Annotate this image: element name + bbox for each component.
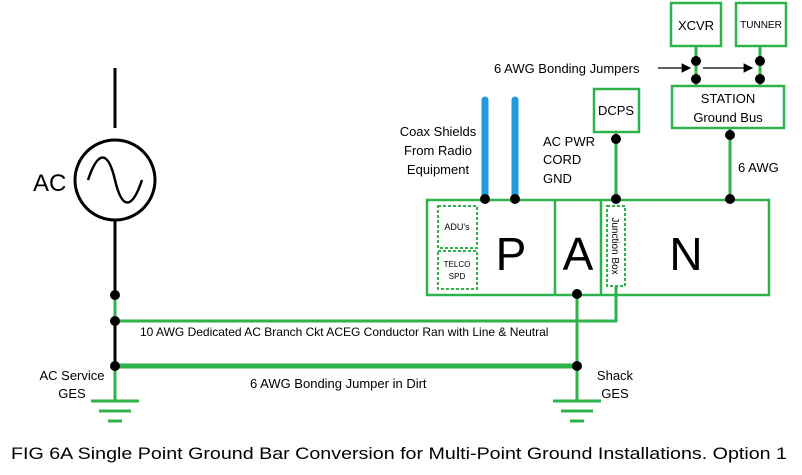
junction-dot bbox=[691, 56, 701, 66]
ac-label: AC bbox=[33, 170, 66, 197]
junction-dot bbox=[725, 130, 735, 140]
telco-label: TELCO bbox=[444, 260, 471, 269]
junction-dot bbox=[510, 194, 520, 204]
coax-label-3: Equipment bbox=[407, 162, 470, 177]
junction-box bbox=[606, 205, 626, 287]
figure-caption: FIG 6A Single Point Ground Bar Conversio… bbox=[11, 445, 787, 463]
junction-dot bbox=[755, 56, 765, 66]
shack-label-2: GES bbox=[601, 386, 629, 401]
junction-dot bbox=[110, 290, 120, 300]
ground-bus-label: Ground Bus bbox=[693, 110, 763, 125]
spd-label: SPD bbox=[449, 272, 466, 281]
junction-box-label: Junction Box bbox=[609, 217, 620, 274]
junction-dot bbox=[725, 194, 735, 204]
station-label: STATION bbox=[701, 91, 755, 106]
ac-service-label-2: GES bbox=[58, 386, 86, 401]
dirt-label: 6 AWG Bonding Jumper in Dirt bbox=[250, 376, 427, 391]
junction-dot bbox=[110, 316, 120, 326]
panel-p-label: P bbox=[496, 228, 527, 280]
xcvr-label: XCVR bbox=[678, 18, 714, 33]
junction-dot bbox=[572, 361, 582, 371]
junction-dot bbox=[691, 74, 701, 84]
dcps-box bbox=[592, 87, 641, 134]
ac-source-icon bbox=[73, 138, 157, 222]
junction-dot bbox=[611, 134, 621, 144]
acpwr-label-3: GND bbox=[543, 171, 572, 186]
aceg-label: 10 AWG Dedicated AC Branch Ckt ACEG Cond… bbox=[140, 325, 548, 339]
dcps-label: DCPS bbox=[598, 103, 634, 118]
tunner-label: TUNNER bbox=[740, 20, 782, 31]
xcvr-box bbox=[669, 1, 723, 48]
station-awg-label: 6 AWG bbox=[738, 160, 779, 175]
junction-dot bbox=[572, 289, 582, 299]
coax-label-1: Coax Shields bbox=[400, 124, 477, 139]
ac-service-label-1: AC Service bbox=[39, 368, 104, 383]
green-wires bbox=[113, 46, 771, 400]
tunner-box bbox=[734, 1, 788, 48]
telco-spd-box bbox=[437, 250, 478, 290]
acpwr-label-1: AC PWR bbox=[543, 134, 595, 149]
panel-a-label: A bbox=[563, 228, 594, 280]
junction-dot bbox=[480, 194, 490, 204]
junction-dots bbox=[110, 56, 765, 371]
adu-label: ADU's bbox=[444, 222, 470, 232]
station-ground-bus-box bbox=[670, 84, 786, 130]
junction-dot bbox=[755, 74, 765, 84]
junction-dot bbox=[110, 361, 120, 371]
acpwr-label-2: CORD bbox=[543, 152, 581, 167]
shack-label-1: Shack bbox=[597, 368, 634, 383]
junction-dot bbox=[611, 194, 621, 204]
ground-symbol-icon bbox=[91, 399, 139, 423]
panel-n-label: N bbox=[669, 228, 702, 280]
bonding-jumpers-label: 6 AWG Bonding Jumpers bbox=[494, 61, 640, 76]
coax-label-2: From Radio bbox=[404, 143, 472, 158]
ground-symbol-icon bbox=[553, 399, 601, 423]
adu-box bbox=[437, 205, 478, 249]
